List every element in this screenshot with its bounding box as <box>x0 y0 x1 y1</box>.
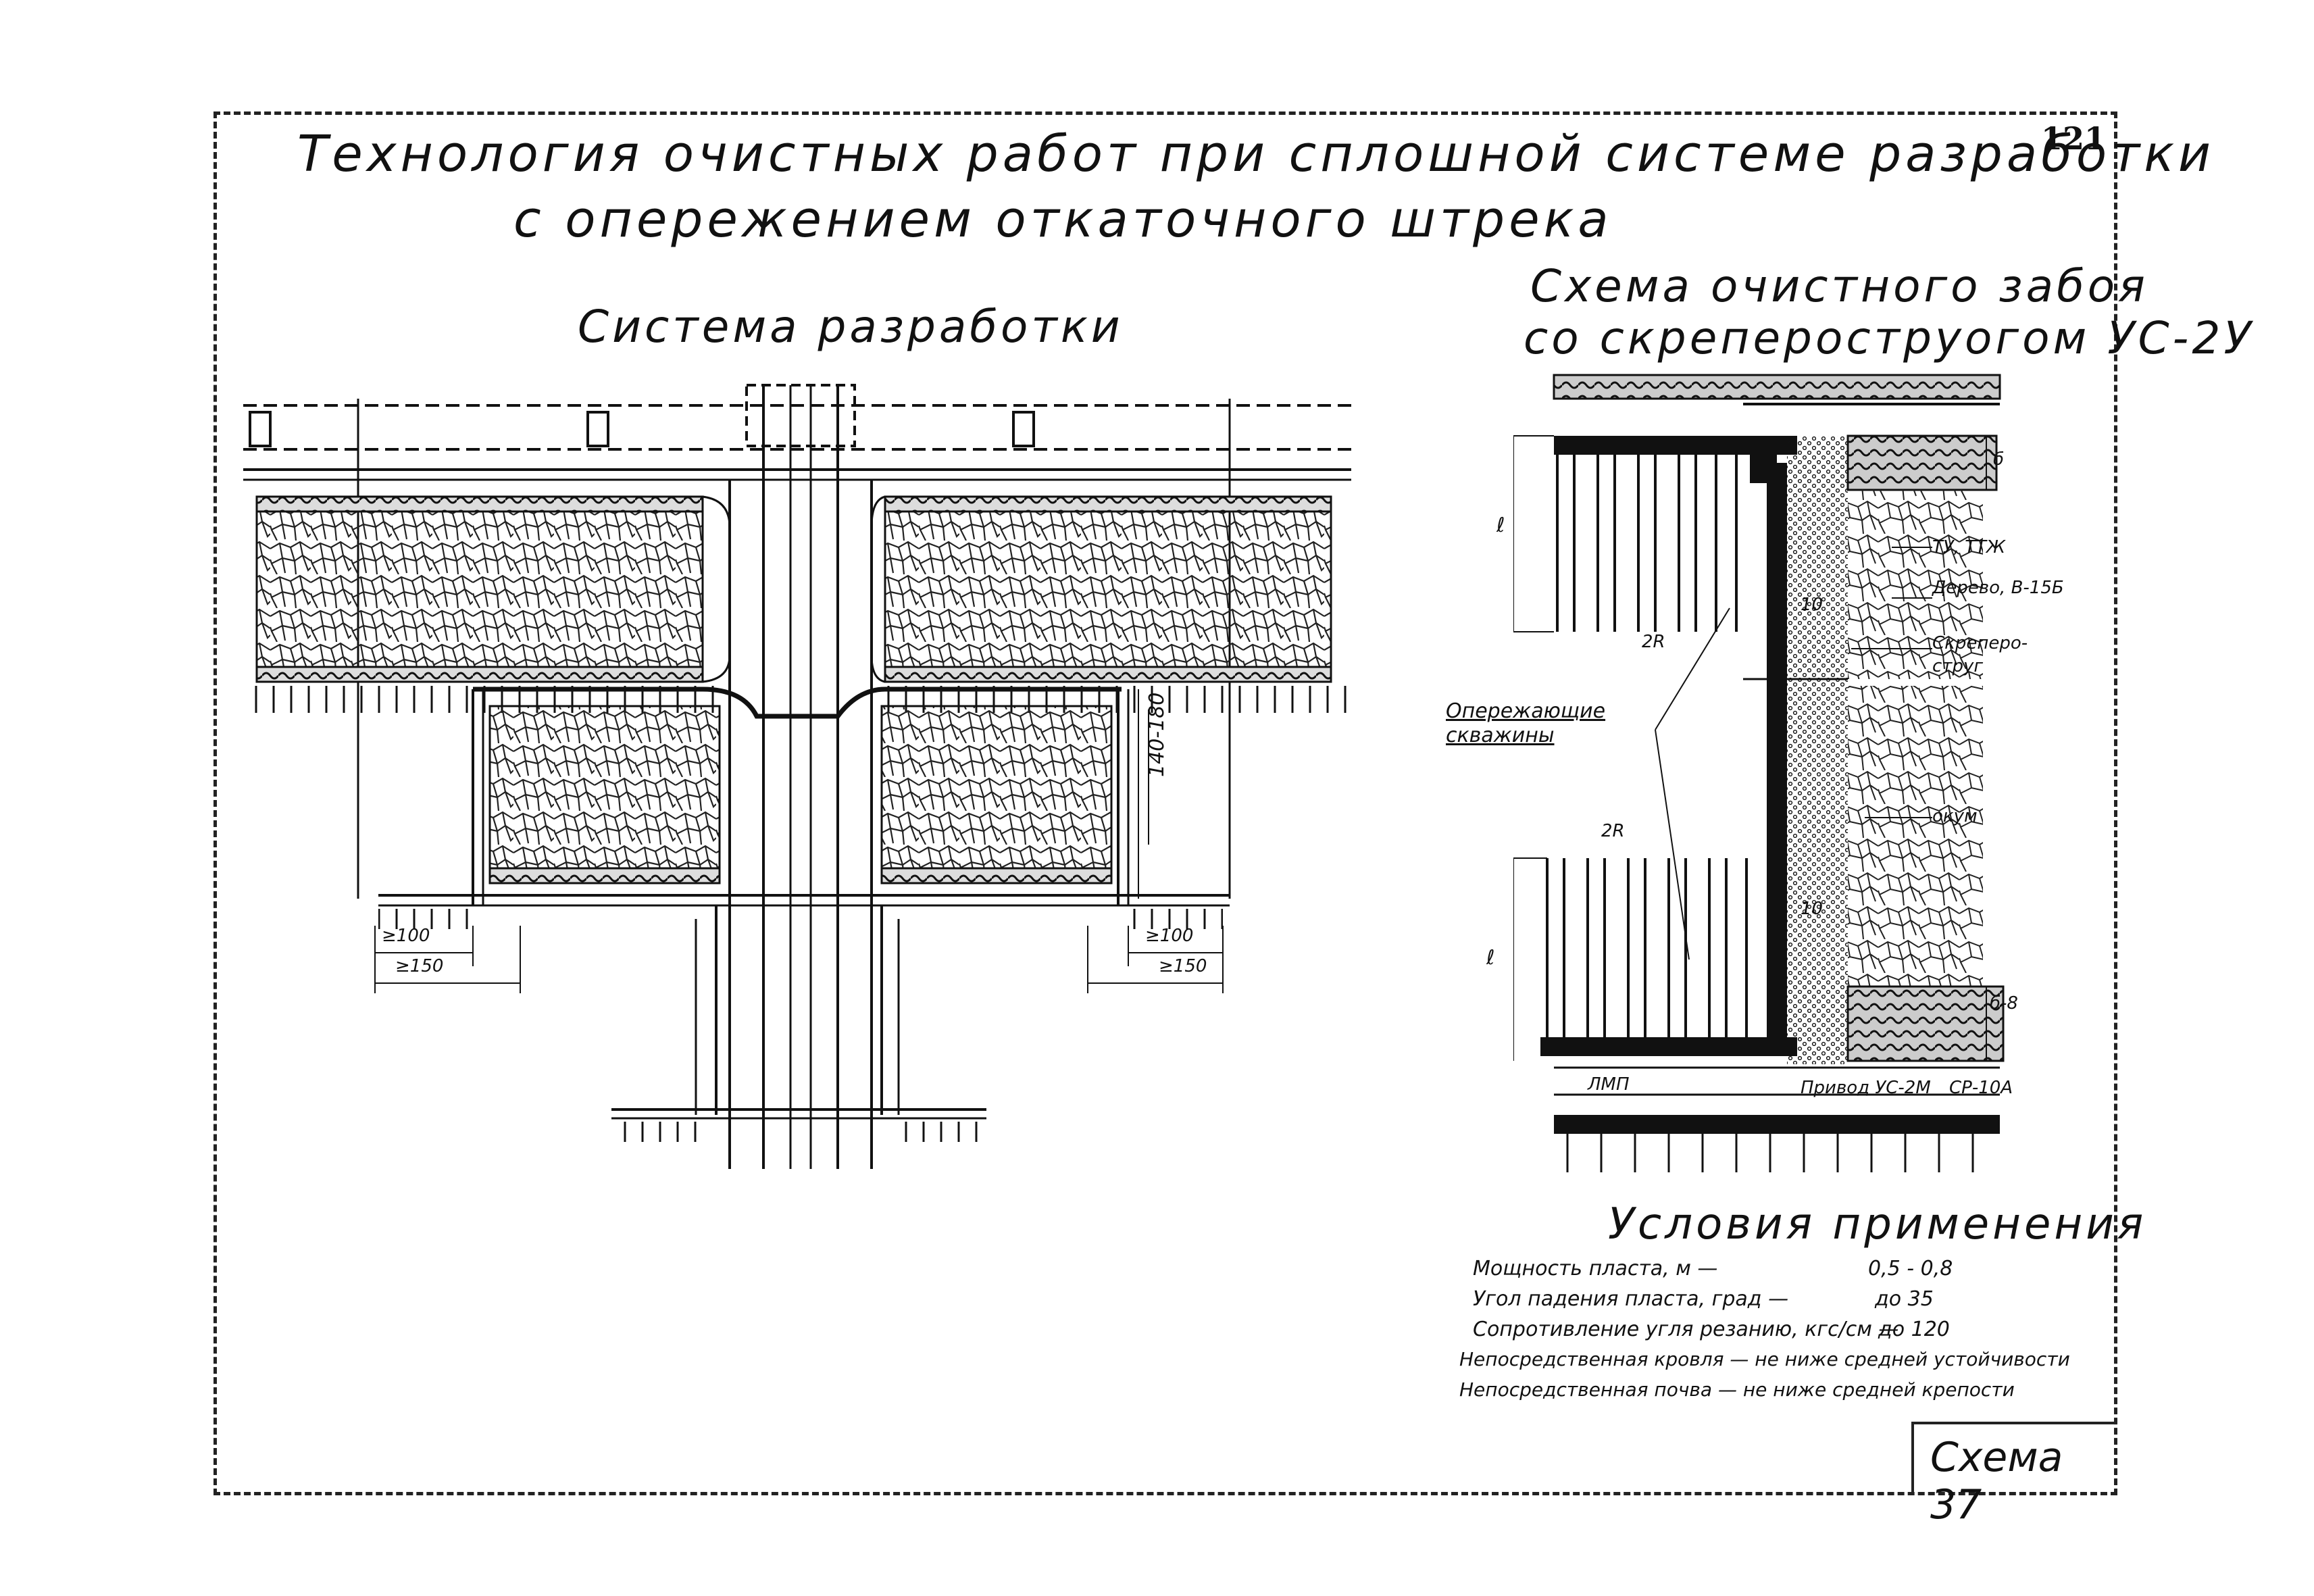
condition-label: Сопротивление угля резанию, кгс/см — <box>1473 1318 1899 1341</box>
scheme-number-box: Схема 37 <box>1911 1422 2114 1528</box>
upper-panel-right <box>870 495 1351 713</box>
scheme-label: Схема 37 <box>1930 1434 2063 1528</box>
condition-label: Угол падения пласта, град — <box>1473 1287 1789 1311</box>
scraper-plow-label: Скреперо-струг <box>1932 633 2028 676</box>
title-line-1: Технология очистных работ при сплошной с… <box>297 125 2215 183</box>
title-line-2: с опережением откаточного штрека <box>513 191 1613 249</box>
b-label-top: б <box>1993 449 2005 470</box>
lower-drift <box>378 894 1230 1115</box>
condition-value: до 120 <box>1878 1318 1950 1341</box>
dimension-lines <box>374 689 1224 993</box>
length-label-top: ℓ <box>1496 514 1505 537</box>
sr-label: СР-10А <box>1949 1078 2013 1098</box>
right-diagram-heading-2: со скрепероструогом УС-2У <box>1524 312 2255 364</box>
drawing-sheet: 121 Схема 37 <box>213 111 2117 1528</box>
condition-value: до 35 <box>1875 1287 1934 1311</box>
mining-system-diagram <box>243 384 1351 1169</box>
lower-prop-block <box>1513 857 1797 1061</box>
support-label: ТУ, ТТЖ <box>1932 537 2006 557</box>
spacing-label-bottom: 2R <box>1601 821 1625 841</box>
page-number: 121 <box>2040 120 2106 157</box>
advance-holes-label: Опережающие скважины <box>1446 699 1606 747</box>
upper-panel-left <box>243 495 731 713</box>
central-incline <box>728 384 873 1169</box>
left-diagram-heading: Система разработки <box>578 301 1124 353</box>
cover-label: окум <box>1932 806 1978 826</box>
drive-label: Привод УС-2М <box>1801 1078 1931 1098</box>
upper-drift <box>243 399 1351 899</box>
bottom-drift <box>611 1108 986 1142</box>
b-label-bottom: б-8 <box>1990 993 2018 1014</box>
pillar-height-dim: 140-180 <box>1145 692 1169 777</box>
left-min-dim-1: ≥100 <box>382 926 430 946</box>
length-label-bottom: ℓ <box>1486 946 1495 970</box>
condition-label: Непосредственная почва — не ниже средней… <box>1459 1378 2015 1401</box>
right-diagram-heading-1: Схема очистного забоя <box>1530 260 2148 312</box>
ten-label-top: 10 <box>1801 595 1823 615</box>
middle-drift <box>473 687 1122 719</box>
condition-label: Мощность пласта, м — <box>1473 1257 1718 1280</box>
face-scheme-diagram <box>1513 374 2005 1172</box>
conditions-heading: Условия применения <box>1608 1199 2147 1249</box>
ten-label-bottom: 10 <box>1801 899 1823 919</box>
condition-label: Непосредственная кровля — не ниже средне… <box>1459 1348 2070 1370</box>
wood-label: Дерево, В-15Б <box>1932 578 2064 598</box>
right-min-dim-2: ≥150 <box>1159 956 1207 976</box>
lower-panel-right <box>880 689 1149 905</box>
spacing-label-top: 2R <box>1642 632 1665 652</box>
right-min-dim-1: ≥100 <box>1145 926 1194 946</box>
lower-panel-left <box>472 689 721 905</box>
left-min-dim-2: ≥150 <box>395 956 444 976</box>
lmp-label: ЛМП <box>1588 1074 1630 1095</box>
condition-value: 0,5 - 0,8 <box>1868 1257 1953 1280</box>
